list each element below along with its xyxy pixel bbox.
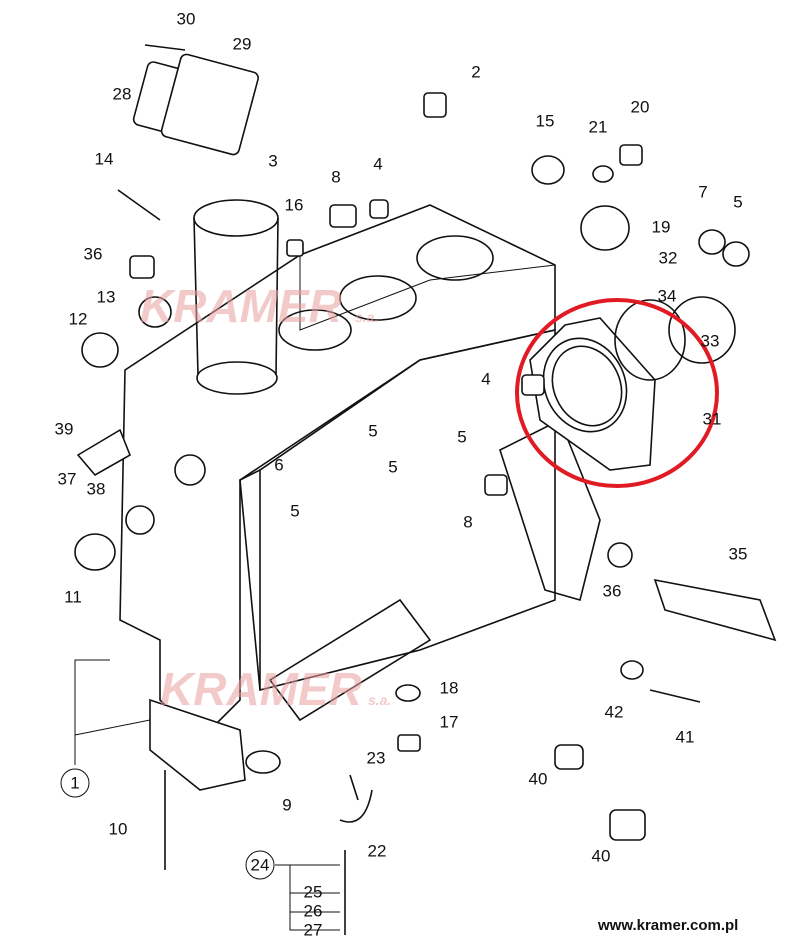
callout: 40 bbox=[592, 846, 611, 865]
svg-text:KRAMER: KRAMER bbox=[160, 663, 362, 715]
callout-labels: 30 29 28 2 15 21 20 14 3 8 4 16 19 7 5 3… bbox=[55, 9, 748, 939]
small-parts bbox=[74, 44, 777, 935]
callout: 25 bbox=[304, 882, 323, 901]
group-brackets bbox=[74, 659, 340, 931]
callout: 33 bbox=[701, 331, 720, 350]
callout: 3 bbox=[268, 151, 277, 170]
callout: 31 bbox=[703, 409, 722, 428]
watermark-top: KRAMER s.a. bbox=[140, 280, 378, 332]
callout: 10 bbox=[109, 819, 128, 838]
callout: 7 bbox=[698, 182, 707, 201]
callout: 18 bbox=[440, 678, 459, 697]
callout: 22 bbox=[368, 841, 387, 860]
callout: 41 bbox=[676, 727, 695, 746]
callout: 36 bbox=[603, 581, 622, 600]
cylinder-liner bbox=[193, 199, 279, 395]
callout: 5 bbox=[457, 427, 466, 446]
rear-seal-housing bbox=[521, 296, 736, 471]
footer-url: www.kramer.com.pl bbox=[597, 917, 738, 934]
callout-circled: 24 bbox=[251, 855, 270, 874]
callout: 4 bbox=[481, 369, 490, 388]
highlight-circle bbox=[515, 298, 719, 488]
callout-circled: 1 bbox=[70, 773, 79, 792]
callout: 5 bbox=[290, 501, 299, 520]
callout: 35 bbox=[729, 544, 748, 563]
callout: 13 bbox=[97, 287, 116, 306]
callout: 15 bbox=[536, 111, 555, 130]
callout: 38 bbox=[87, 479, 106, 498]
svg-text:KRAMER: KRAMER bbox=[140, 280, 342, 332]
engine-block bbox=[119, 204, 601, 742]
callout: 21 bbox=[589, 117, 608, 136]
callout: 2 bbox=[471, 62, 480, 81]
callout: 11 bbox=[64, 587, 82, 606]
callout: 36 bbox=[84, 244, 103, 263]
callout: 20 bbox=[631, 97, 650, 116]
callout: 32 bbox=[659, 248, 678, 267]
callout: 26 bbox=[304, 901, 323, 920]
callout: 28 bbox=[113, 84, 132, 103]
callout: 6 bbox=[274, 455, 283, 474]
callout: 16 bbox=[285, 195, 304, 214]
callout: 4 bbox=[373, 154, 382, 173]
callout: 40 bbox=[529, 769, 548, 788]
svg-text:s.a.: s.a. bbox=[355, 309, 378, 325]
callout: 29 bbox=[233, 34, 252, 53]
watermark-bottom: KRAMER s.a. bbox=[160, 663, 391, 715]
callout: 5 bbox=[368, 421, 377, 440]
callout: 9 bbox=[282, 795, 291, 814]
callout: 39 bbox=[55, 419, 74, 438]
callout: 27 bbox=[304, 920, 323, 939]
callout: 30 bbox=[177, 9, 196, 28]
callout: 14 bbox=[95, 149, 114, 168]
callout: 34 bbox=[658, 286, 677, 305]
callout: 5 bbox=[733, 192, 742, 211]
callout: 23 bbox=[367, 748, 386, 767]
callout: 42 bbox=[605, 702, 624, 721]
callout: 8 bbox=[463, 512, 472, 531]
callout: 19 bbox=[652, 217, 671, 236]
callout: 8 bbox=[331, 167, 340, 186]
callout: 17 bbox=[440, 712, 459, 731]
callout: 12 bbox=[69, 309, 88, 328]
callout: 37 bbox=[58, 469, 77, 488]
callout: 5 bbox=[388, 457, 397, 476]
svg-text:s.a.: s.a. bbox=[368, 692, 391, 708]
